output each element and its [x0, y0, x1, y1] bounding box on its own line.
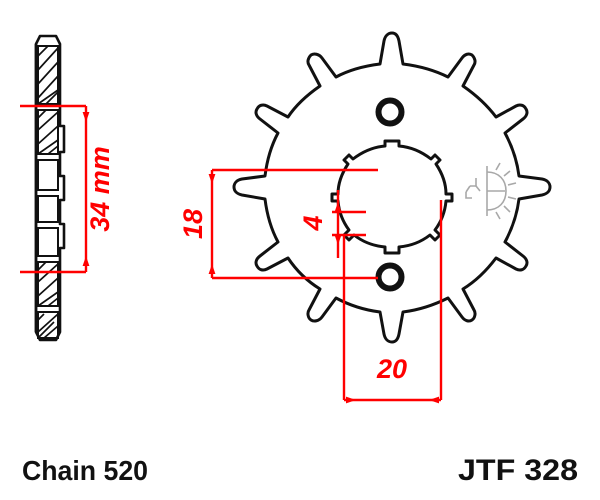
bolt-hole-lower	[375, 262, 405, 292]
dimension-18-arrow-top	[208, 174, 216, 184]
side-view-open-box-3	[37, 227, 59, 257]
bolt-hole-upper	[375, 97, 405, 127]
front-view-sprocket: 18 4 20	[178, 31, 552, 404]
chain-caption: Chain 520	[22, 455, 148, 486]
dimension-18: 18	[178, 168, 378, 280]
side-view-open-box-2	[37, 195, 59, 223]
dimension-4-arrow-top	[334, 202, 342, 212]
stamp-watermark-icon	[465, 162, 517, 220]
dimension-18-arrow-bottom	[208, 264, 216, 274]
side-view-open-box-1	[37, 159, 59, 191]
dimension-34mm-arrow-bottom	[82, 256, 90, 266]
dimension-4: 4	[298, 190, 366, 258]
side-view-hatch-segment-top	[37, 45, 59, 105]
dimension-18-label: 18	[178, 209, 208, 239]
dimension-20-arrow-right	[429, 396, 439, 404]
dimension-34mm-arrow-top	[82, 112, 90, 122]
dimension-34mm: 34 mm	[20, 104, 115, 274]
dimension-4-arrow-bottom	[334, 235, 342, 245]
dimension-34mm-label: 34 mm	[85, 146, 115, 232]
dimension-4-label: 4	[298, 215, 328, 231]
side-view-hatch-segment-upper	[37, 109, 59, 155]
side-view-hatch-segment-bottom	[37, 311, 59, 339]
side-view-cross-section: 34 mm	[20, 34, 115, 342]
dimension-20-arrow-left	[346, 396, 356, 404]
part-number-caption: JTF 328	[458, 454, 578, 487]
dimension-20: 20	[342, 200, 443, 404]
dimension-20-label: 20	[376, 354, 407, 384]
